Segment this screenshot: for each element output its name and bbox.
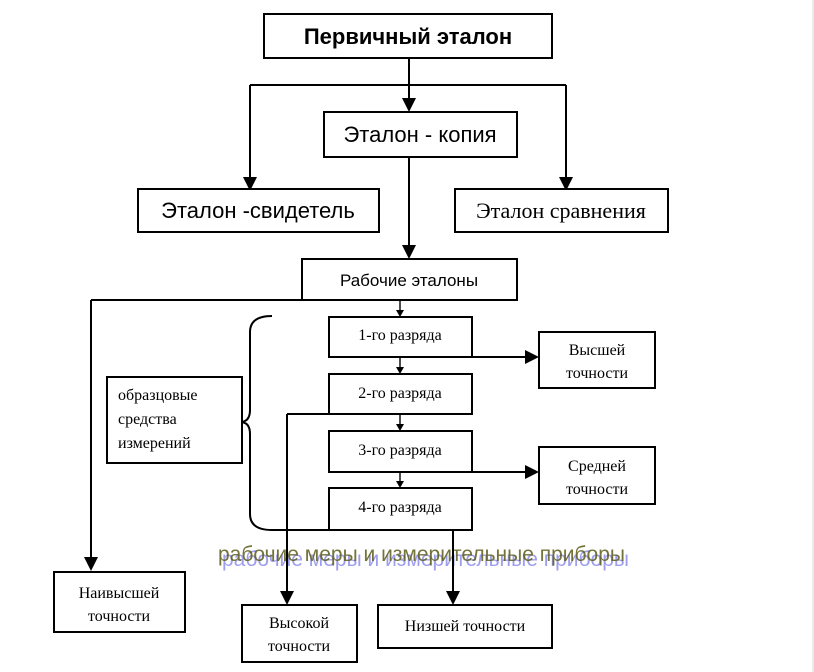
high-accuracy-line-1: Высокой [269, 615, 329, 632]
highest-accuracy-line-2: точности [566, 365, 628, 382]
arrow-down-comparison [559, 177, 573, 191]
primary-standard-node: Первичный эталон [263, 13, 553, 59]
primary-standard-label: Первичный эталон [304, 24, 512, 49]
arrow-right-highest [525, 350, 539, 364]
arrow-down-rank1 [396, 310, 404, 317]
medium-accuracy-node: Средней точности [538, 446, 656, 505]
copy-standard-node: Эталон - копия [323, 111, 518, 158]
rank3-label: 3-го разряда [358, 442, 442, 459]
arrow-down-rank2 [396, 367, 404, 374]
highest-accuracy-node: Высшей точности [538, 331, 656, 389]
rank4-label: 4-го разряда [358, 499, 442, 516]
witness-standard-label: Эталон -свидетель [161, 198, 355, 223]
supreme-accuracy-line-1: Наивысшей [79, 585, 160, 602]
rank2-label: 2-го разряда [358, 385, 442, 402]
banner-shadow: рабочие меры и измерительные приборы [222, 548, 629, 571]
arrow-down-high [280, 591, 294, 605]
supreme-accuracy-node: Наивысшей точности [53, 571, 186, 633]
arrow-down-witness [243, 177, 257, 191]
arrow-down-rank3 [396, 424, 404, 431]
working-standards-label: Рабочие эталоны [340, 271, 478, 290]
comparison-standard-label: Эталон сравнения [476, 198, 646, 223]
arrow-down-rank4 [396, 481, 404, 488]
high-accuracy-node: Высокой точности [241, 604, 358, 663]
arrow-down-lowest [446, 591, 460, 605]
rank2-node: 2-го разряда [328, 373, 473, 415]
arrow-down-working [402, 245, 416, 259]
lowest-accuracy-node: Низшей точности [377, 604, 553, 649]
rank4-node: 4-го разряда [328, 487, 473, 531]
medium-accuracy-line-2: точности [566, 481, 628, 498]
witness-standard-node: Эталон -свидетель [137, 188, 380, 233]
working-standards-node: Рабочие эталоны [301, 258, 518, 301]
arrowheads [84, 98, 573, 605]
rank1-label: 1-го разряда [358, 327, 442, 344]
arrow-down-copy [402, 98, 416, 112]
reference-means-line-1: образцовые [118, 387, 198, 404]
rank3-node: 3-го разряда [328, 430, 473, 473]
reference-means-line-3: измерений [118, 435, 191, 452]
medium-accuracy-line-1: Средней [568, 458, 626, 475]
lowest-accuracy-label: Низшей точности [405, 618, 526, 635]
highest-accuracy-line-1: Высшей [569, 342, 626, 359]
high-accuracy-line-2: точности [268, 638, 330, 655]
supreme-accuracy-line-2: точности [88, 608, 150, 625]
comparison-standard-node: Эталон сравнения [454, 188, 669, 233]
arrow-right-medium [525, 465, 539, 479]
measures-and-instruments-banner: рабочие меры и измерительные приборы раб… [90, 540, 629, 592]
reference-means-node: образцовые средства измерений [106, 376, 243, 464]
copy-standard-label: Эталон - копия [343, 122, 496, 147]
banner-text: рабочие меры и измерительные приборы [218, 543, 625, 566]
rank1-node: 1-го разряда [328, 316, 473, 358]
reference-means-line-2: средства [118, 411, 177, 428]
arrow-down-supreme [84, 557, 98, 571]
